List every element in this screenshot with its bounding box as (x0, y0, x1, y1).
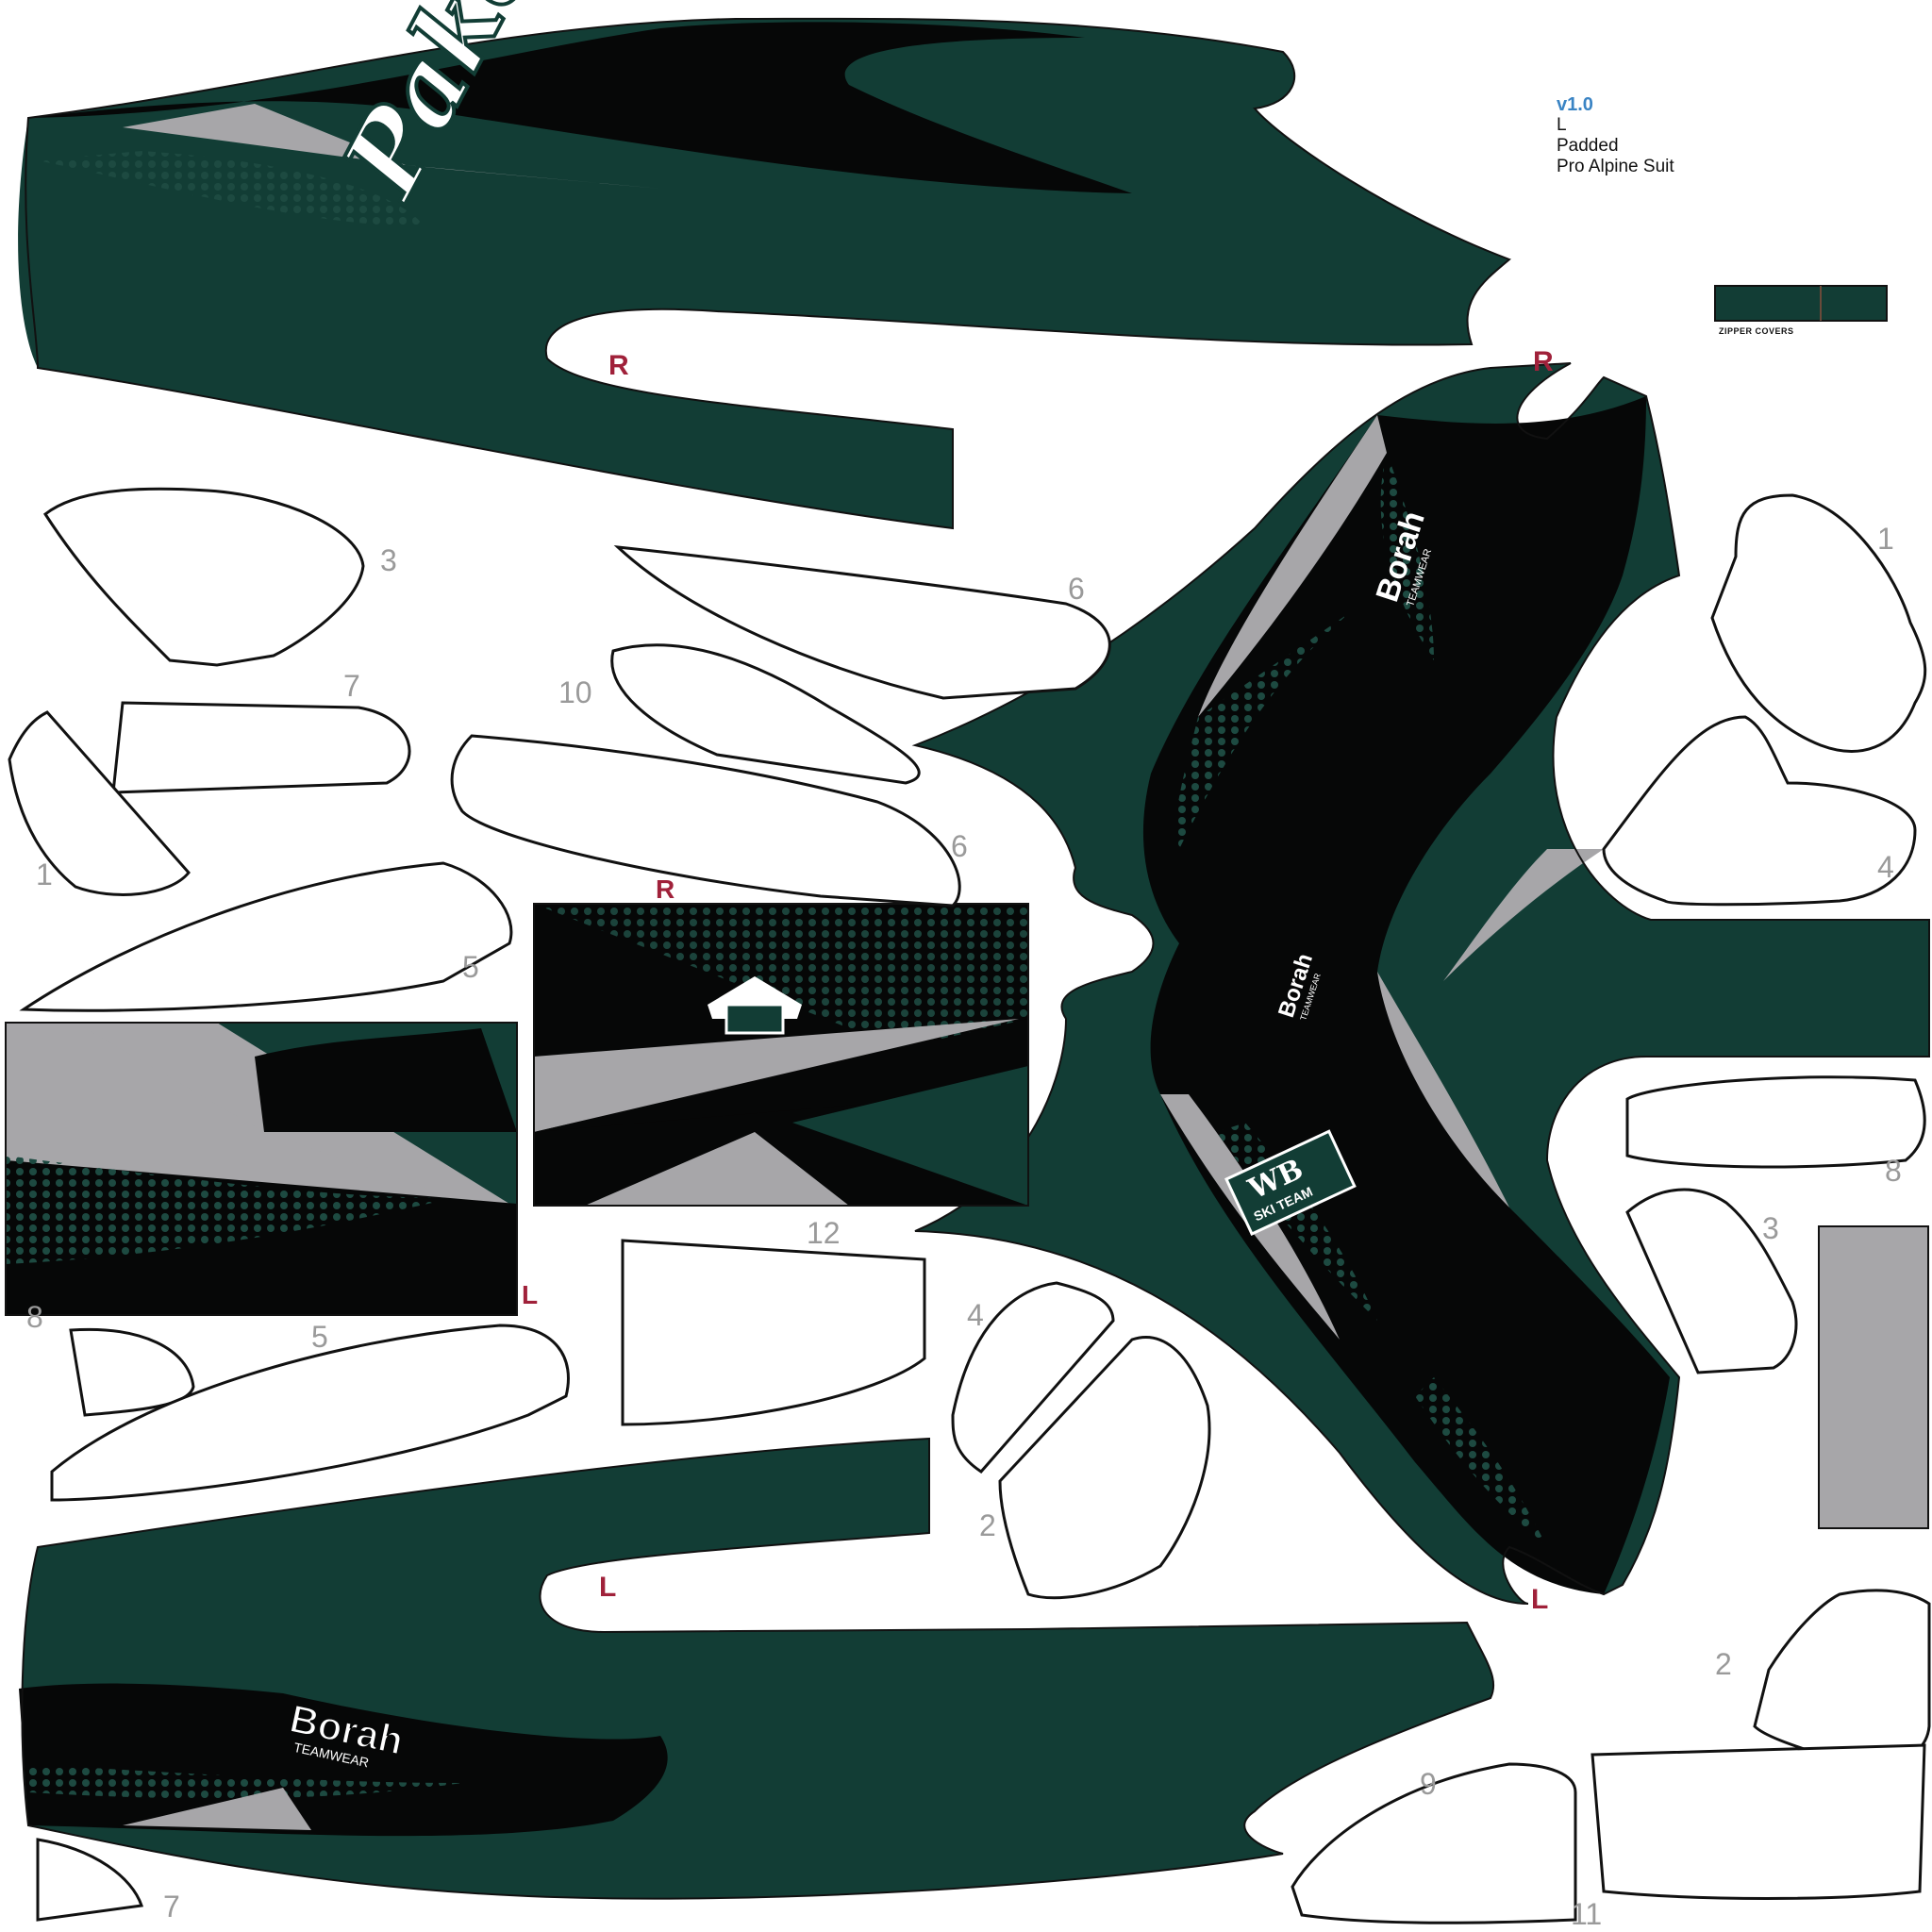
pad-6-mid (450, 734, 961, 908)
pad-7-top (111, 701, 411, 794)
pad-number-1-right: 1 (1877, 522, 1894, 556)
pad-9 (1291, 1762, 1577, 1924)
marker-right-torso: R (1533, 346, 1554, 377)
pad-4-right (1602, 715, 1917, 907)
product-label: Pro Alpine Suit (1557, 157, 1674, 176)
torso-panel (911, 362, 1930, 1605)
marker-right-panel: R (656, 874, 675, 904)
pad-number-12: 12 (807, 1216, 841, 1250)
pad-number-4-right: 4 (1877, 850, 1894, 884)
pad-number-8-right: 8 (1885, 1154, 1902, 1188)
pad-8-left (69, 1327, 195, 1417)
pad-5-bottom (50, 1324, 570, 1502)
zipper-covers (1714, 285, 1888, 322)
pad-number-5-bottom: 5 (311, 1320, 328, 1354)
pad-5-top (19, 861, 513, 1012)
padding-label: Padded (1557, 136, 1619, 156)
pad-2-right (1753, 1589, 1931, 1768)
pad-3-right (42, 487, 365, 667)
pad-number-3-left: 3 (380, 543, 397, 577)
pad-10 (610, 643, 921, 785)
pad-12 (621, 1239, 926, 1426)
pad-number-2-right: 2 (1715, 1647, 1732, 1681)
pad-number-11: 11 (1571, 1897, 1602, 1931)
pad-number-7-top: 7 (343, 669, 360, 703)
sleeve-right: Pakera (18, 0, 1511, 530)
marker-left-sleeve: L (599, 1572, 616, 1603)
pad-2-center (998, 1336, 1211, 1600)
pad-number-6-mid: 6 (951, 829, 968, 863)
pad-number-2-center: 2 (979, 1508, 996, 1542)
panel-right (533, 903, 1029, 1207)
panel-left (5, 1022, 518, 1316)
pad-4-left (951, 1281, 1115, 1474)
crest-icon (708, 976, 802, 1035)
zipper-covers-label: ZIPPER COVERS (1719, 326, 1794, 336)
pad-7-bottom (36, 1838, 143, 1922)
wb-ski-team-badge: WB SKI TEAM (1224, 1129, 1357, 1236)
pad-number-5-top: 5 (462, 950, 479, 984)
marker-left-panel: L (522, 1280, 538, 1309)
pad-3-right-small (1625, 1188, 1798, 1374)
marker-left-torso: L (1531, 1584, 1548, 1615)
size-label: L (1557, 115, 1567, 135)
pad-number-10: 10 (558, 675, 592, 709)
pad-1-right (1710, 493, 1927, 753)
pad-number-6-top: 6 (1068, 572, 1085, 606)
version-label: v1.0 (1557, 94, 1593, 115)
pad-number-1-left: 1 (36, 858, 53, 891)
pad-number-8-left: 8 (26, 1300, 43, 1334)
spec-block: v1.0 L Padded Pro Alpine Suit (1557, 94, 1674, 177)
pad-number-4-left: 4 (967, 1298, 984, 1332)
gray-strip (1818, 1225, 1929, 1529)
sleeve-left: Borah TEAMWEAR (19, 1437, 1495, 1900)
marker-right-sleeve: R (608, 350, 629, 381)
pad-11 (1591, 1743, 1926, 1900)
pad-number-3-right: 3 (1762, 1211, 1779, 1245)
pad-number-7-bottom: 7 (163, 1890, 180, 1924)
pad-number-9: 9 (1420, 1767, 1437, 1801)
pad-8-right (1625, 1075, 1926, 1169)
pad-6-top (613, 545, 1111, 700)
pad-1-left (8, 710, 191, 896)
